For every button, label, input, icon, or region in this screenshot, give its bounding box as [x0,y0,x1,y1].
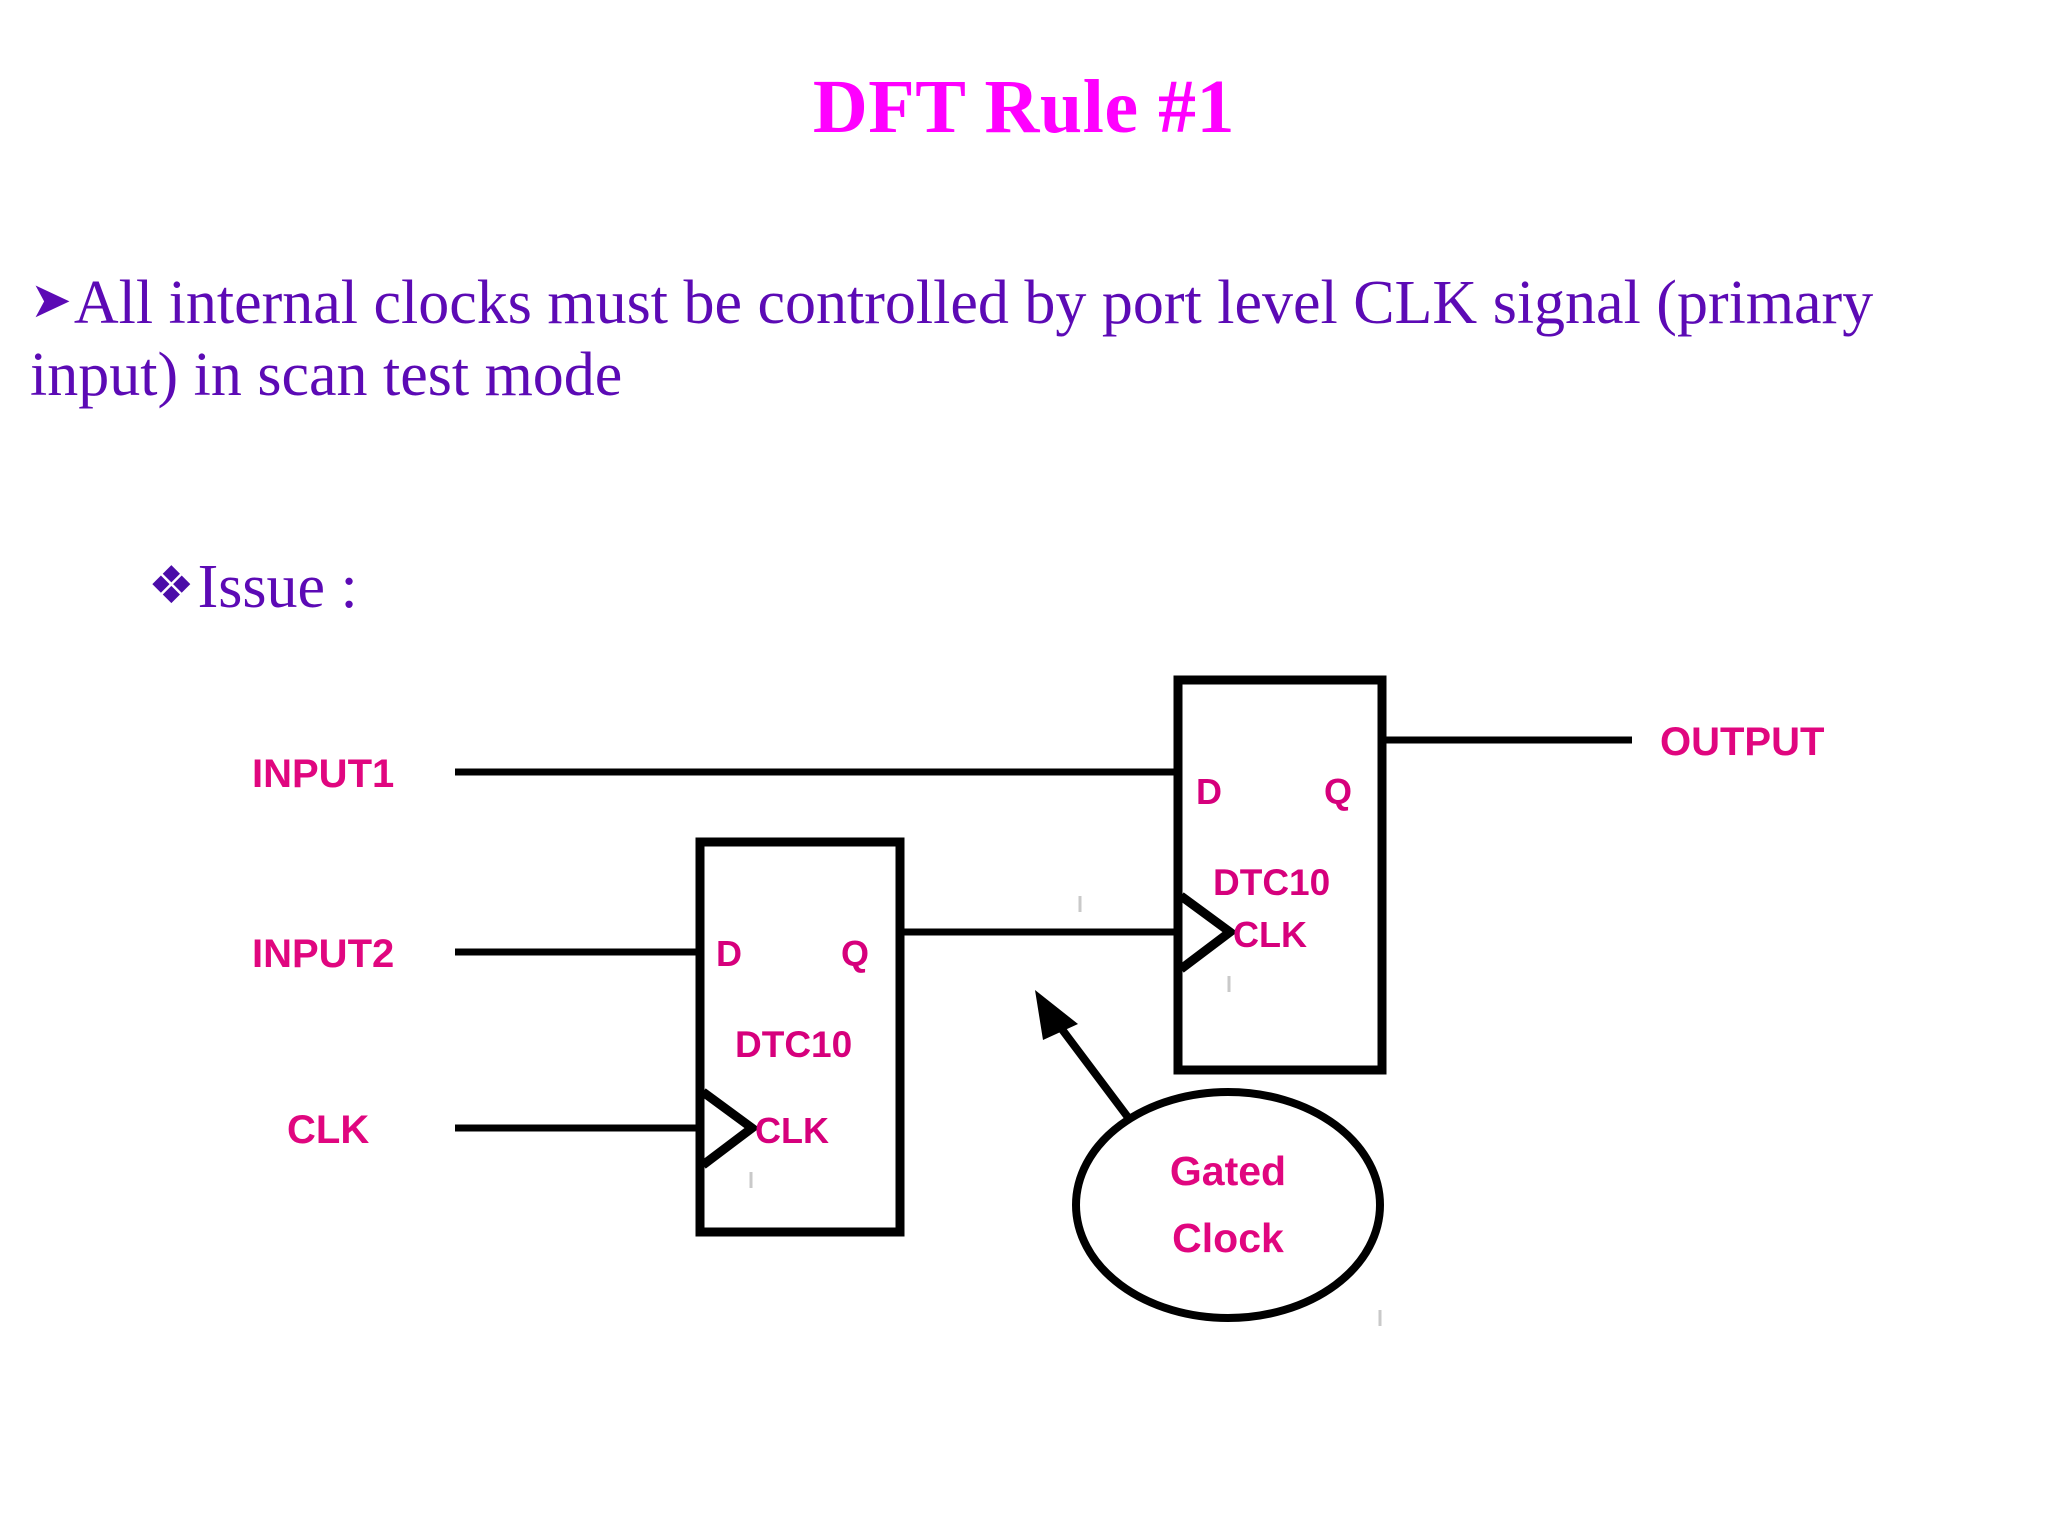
issue-heading: ❖Issue : [148,552,358,623]
gated-clock-label-line1: Gated [1170,1148,1286,1194]
bullet-paragraph: ➤All internal clocks must be controlled … [30,268,1930,412]
gated-clock-annotation: Gated Clock [1035,990,1384,1322]
gated-clock-pointer-line [1051,1017,1134,1123]
flipflop-1-q-pin-label: Q [841,933,869,974]
page-title: DFT Rule #1 [812,65,1236,149]
flipflop-2-d-pin-label: D [1196,771,1222,812]
flipflop-2-body [1173,675,1387,1075]
flipflop-2-cell-name: DTC10 [1213,862,1330,903]
flipflop-1-d-pin-label: D [716,933,742,974]
flipflop-1-clock-edge-icon [700,1088,760,1169]
flipflop-1-clk-pin-label: CLK [755,1110,829,1151]
signal-label-clk: CLK [287,1108,369,1152]
gated-clock-label-line2: Clock [1172,1215,1284,1261]
circuit-diagram: D Q DTC10 CLK D Q DTC10 CLK INPUT1 INPUT… [0,620,2048,1440]
signal-label-output: OUTPUT [1660,720,1824,764]
bullet-paragraph-text: All internal clocks must be controlled b… [30,269,1874,409]
gated-clock-pointer-arrowhead [1035,990,1078,1040]
arrow-bullet-icon: ➤ [30,271,72,329]
flipflop-2-q-pin-label: Q [1324,771,1352,812]
signal-label-input2: INPUT2 [252,932,394,976]
issue-heading-text: Issue : [197,553,358,621]
flipflop-1[interactable]: D Q DTC10 CLK [695,837,905,1237]
signal-label-input1: INPUT1 [252,752,394,796]
gated-clock-balloon [1072,1088,1384,1322]
flipflop-2[interactable]: D Q DTC10 CLK [1173,675,1387,1075]
flipflop-1-cell-name: DTC10 [735,1024,852,1065]
flipflop-2-clk-pin-label: CLK [1233,914,1307,955]
flipflop-1-body [695,837,905,1237]
flipflop-2-clock-edge-icon [1178,892,1238,973]
diamond-bullet-icon: ❖ [148,556,195,616]
